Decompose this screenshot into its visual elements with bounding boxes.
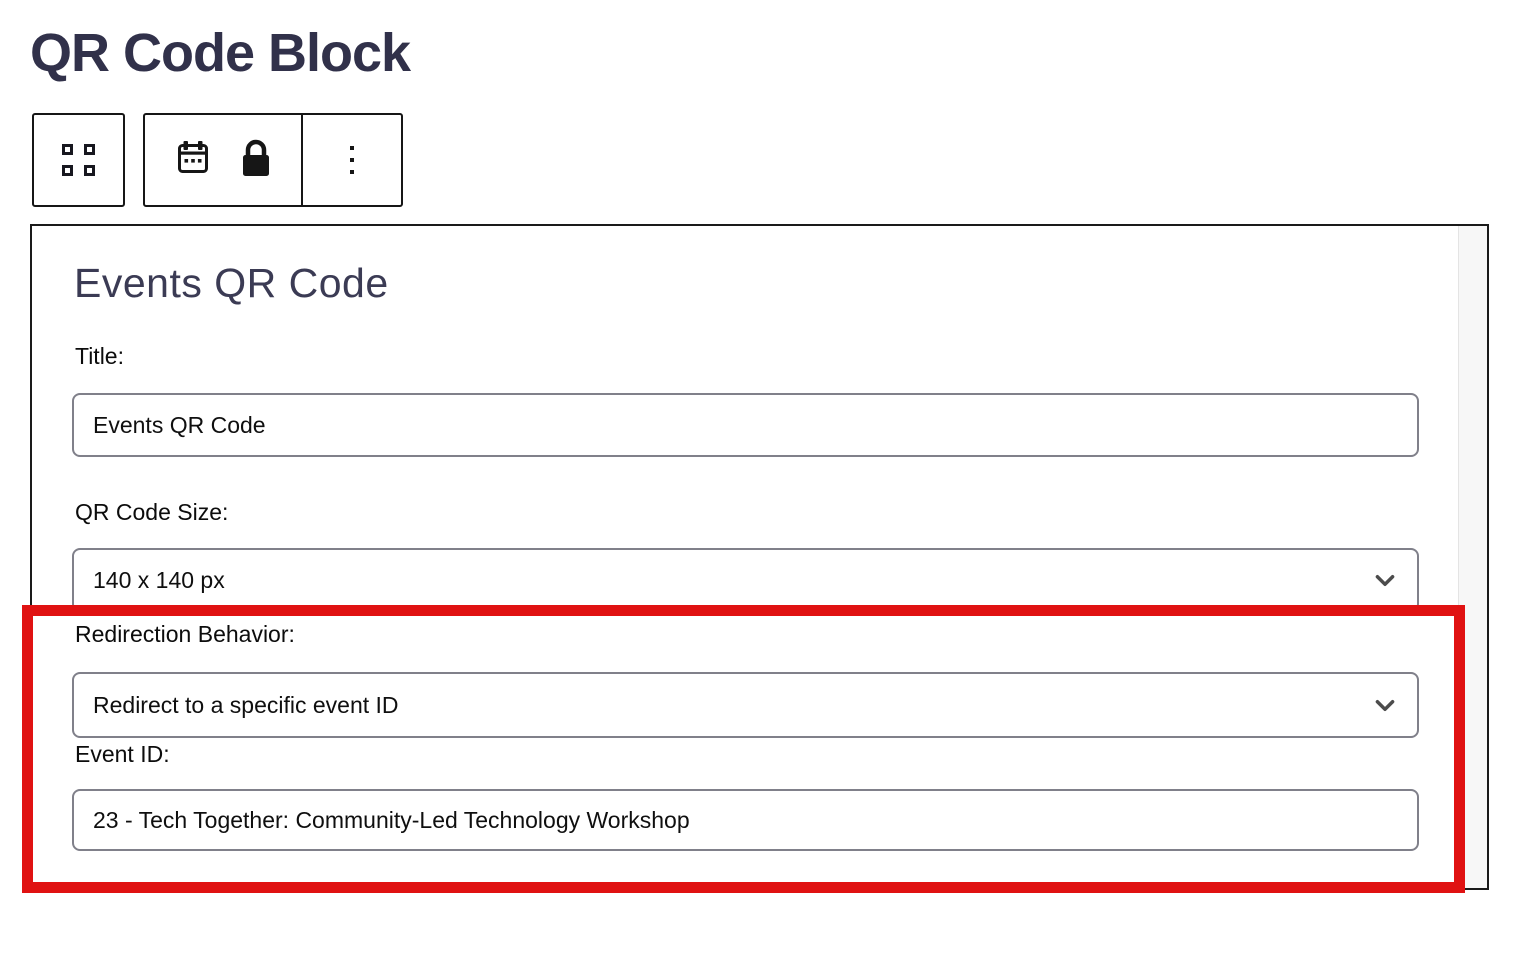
qr-code-size-select[interactable]: 140 x 140 px	[72, 548, 1419, 612]
blocks-icon	[62, 144, 95, 176]
calendar-icon[interactable]	[173, 138, 213, 183]
block-toolbar	[32, 113, 403, 207]
qr-code-block-panel: Events QR Code Title: QR Code Size: 140 …	[30, 224, 1489, 890]
page-title: QR Code Block	[30, 23, 411, 83]
toolbar-group	[143, 113, 403, 207]
chevron-down-icon	[1371, 691, 1399, 719]
title-input[interactable]	[72, 393, 1419, 457]
panel-scroll-gutter	[1458, 226, 1487, 888]
options-button[interactable]	[303, 115, 401, 205]
qr-code-size-value: 140 x 140 px	[93, 566, 225, 593]
title-label: Title:	[75, 343, 124, 369]
event-id-label: Event ID:	[75, 741, 170, 767]
event-id-input[interactable]	[72, 789, 1419, 851]
lock-icon[interactable]	[239, 137, 273, 184]
redirection-behavior-label: Redirection Behavior:	[75, 621, 295, 647]
block-type-button[interactable]	[32, 113, 125, 207]
qr-code-size-label: QR Code Size:	[75, 499, 229, 525]
panel-heading: Events QR Code	[74, 260, 389, 306]
ellipsis-icon	[350, 146, 354, 174]
redirection-behavior-select[interactable]: Redirect to a specific event ID	[72, 672, 1419, 738]
redirection-behavior-value: Redirect to a specific event ID	[93, 691, 399, 718]
toolbar-settings-segment	[145, 115, 303, 205]
chevron-down-icon	[1371, 566, 1399, 594]
